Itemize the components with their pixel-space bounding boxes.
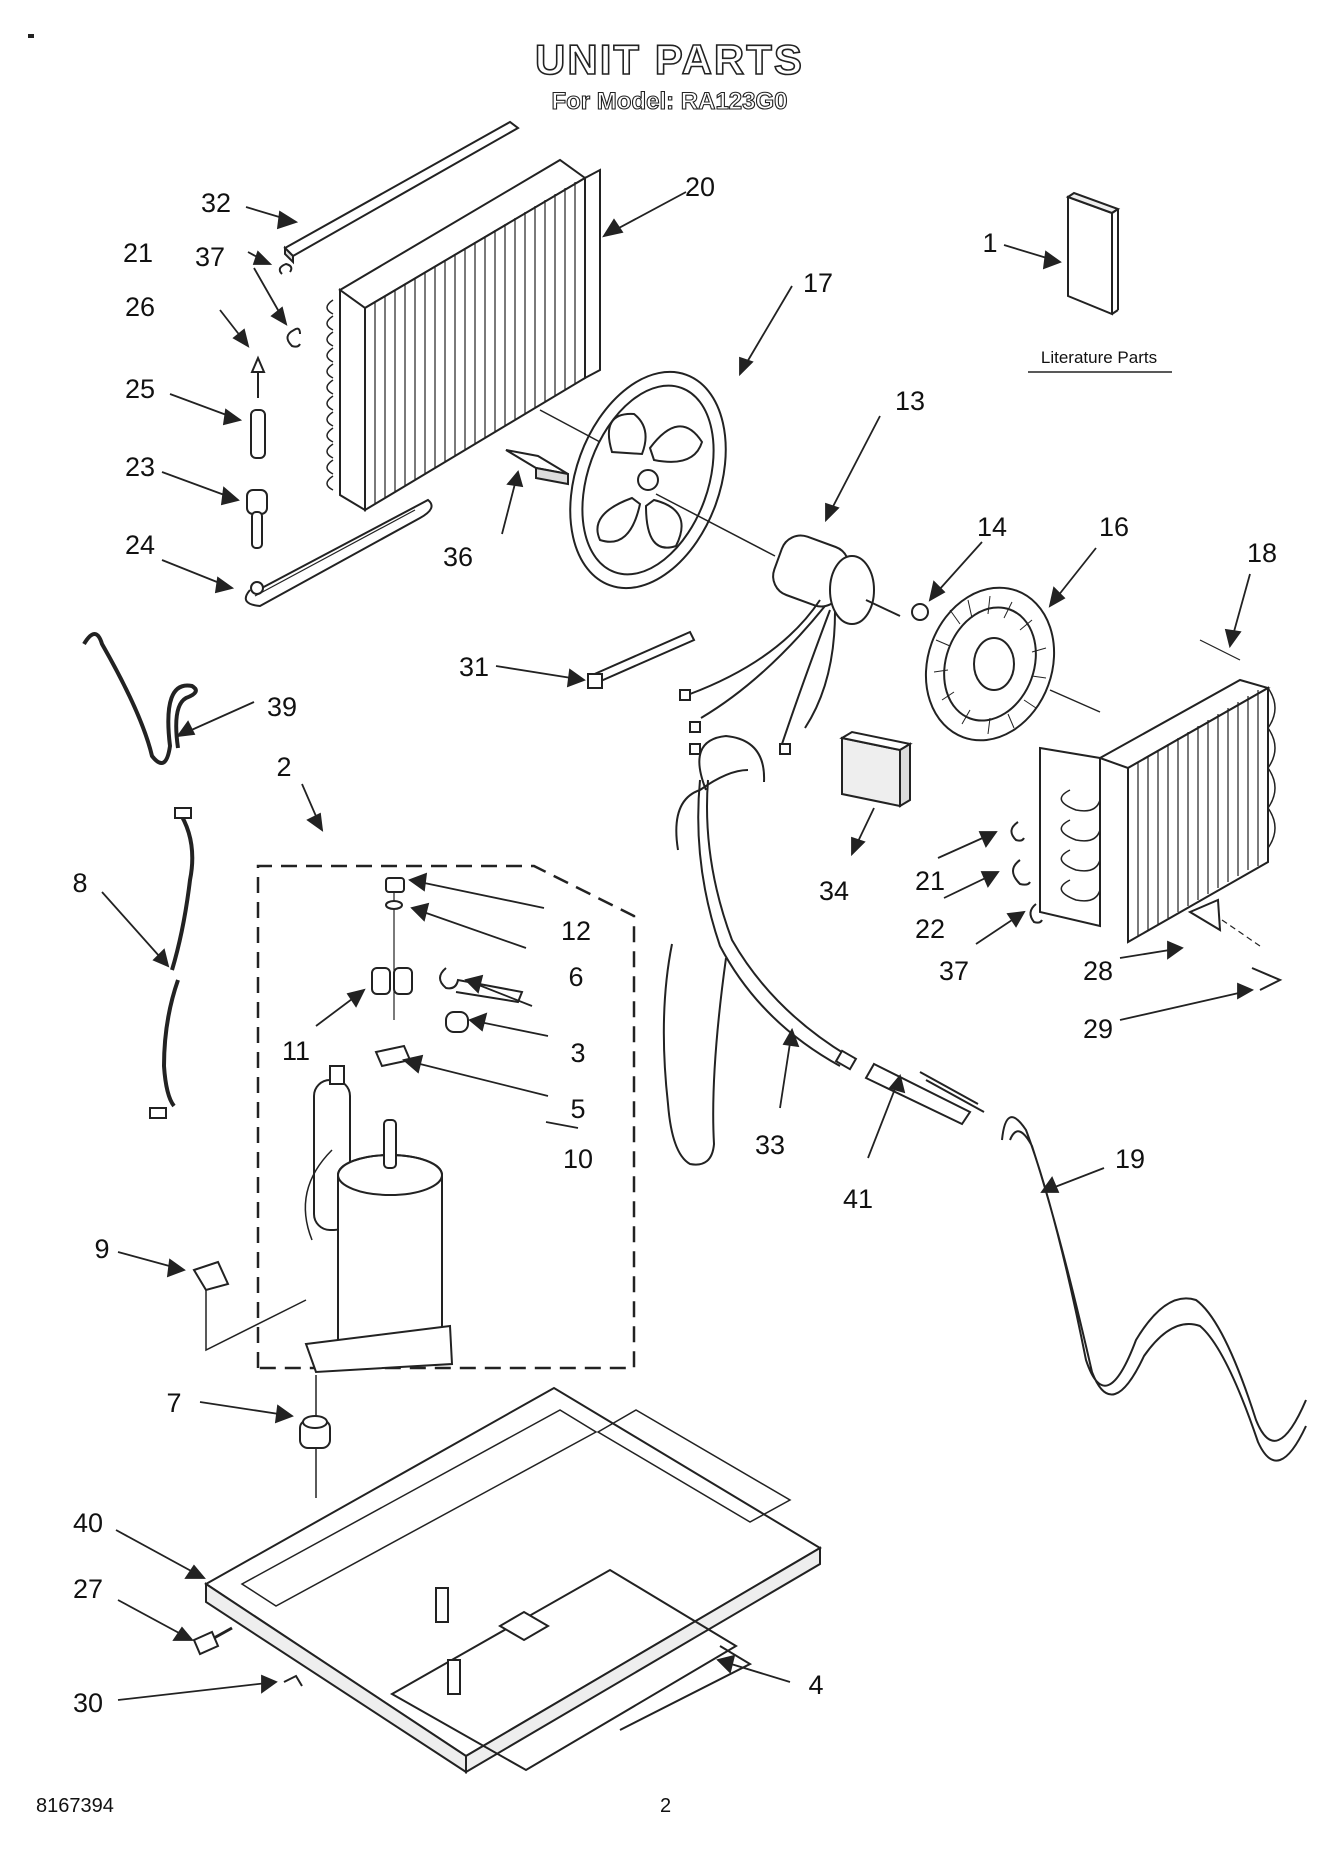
wire-harness-8 [161, 808, 195, 1108]
callout-29: 29 [1083, 1014, 1113, 1044]
clip-21-left [286, 327, 301, 348]
callout-40: 40 [73, 1508, 103, 1538]
callout-25: 25 [125, 374, 155, 404]
callout-numbers: 1 2 3 4 5 6 7 8 9 10 11 12 13 14 16 17 1… [72, 172, 1277, 1718]
callout-36: 36 [443, 542, 473, 572]
callout-23: 23 [125, 452, 155, 482]
model-subtitle: For Model: RA123G0 [551, 87, 788, 115]
grommet [299, 1375, 331, 1498]
callout-13: 13 [895, 386, 925, 416]
cable-tie [587, 630, 696, 689]
callout-37: 37 [195, 242, 225, 272]
callout-18: 18 [1247, 538, 1277, 568]
callout-26: 26 [125, 292, 155, 322]
base-pan [204, 1386, 822, 1774]
condenser-coil [326, 158, 601, 512]
callout-4: 4 [808, 1670, 823, 1700]
clip-30 [283, 1674, 303, 1687]
clip-22 [1012, 859, 1031, 886]
callout-10: 10 [563, 1144, 593, 1174]
callout-19: 19 [1115, 1144, 1145, 1174]
fan-shroud [539, 370, 727, 590]
literature-booklet [1065, 191, 1121, 316]
callout-16: 16 [1099, 512, 1129, 542]
callout-27: 27 [73, 1574, 103, 1604]
callout-11: 11 [282, 1036, 310, 1066]
wire-39 [82, 632, 198, 765]
callout-39: 39 [267, 692, 297, 722]
callout-21: 21 [123, 238, 153, 268]
clip-37-right [1029, 903, 1043, 924]
page-title: UNIT PARTS [534, 35, 804, 84]
callout-5: 5 [570, 1094, 585, 1124]
blower-wheel [924, 586, 1101, 742]
callout-3: 3 [570, 1038, 585, 1068]
tube-33 [675, 769, 849, 1067]
page-number: 2 [660, 1795, 672, 1817]
callout-9: 9 [94, 1234, 109, 1264]
callout-21b: 21 [915, 866, 945, 896]
screw-27 [192, 1626, 233, 1656]
callout-8: 8 [72, 868, 87, 898]
manifold-41 [864, 1062, 985, 1126]
leader-arrows [101, 191, 1255, 1701]
callout-7: 7 [166, 1388, 181, 1418]
callout-34: 34 [819, 876, 849, 906]
bracket-28 [1187, 898, 1222, 932]
bracket-9 [192, 1260, 307, 1352]
callout-30: 30 [73, 1688, 103, 1718]
callout-6: 6 [568, 962, 583, 992]
part-number: 8167394 [36, 1795, 114, 1817]
callout-14: 14 [977, 512, 1007, 542]
callout-1: 1 [982, 228, 997, 258]
literature-parts-label: Literature Parts [1041, 348, 1157, 367]
callout-12: 12 [561, 916, 591, 946]
corner-mark [28, 34, 34, 38]
callout-20: 20 [685, 172, 715, 202]
compressor-group [256, 864, 636, 1374]
callout-37b: 37 [939, 956, 969, 986]
callout-33: 33 [755, 1130, 785, 1160]
capillary-assembly [244, 355, 433, 608]
evaporator-coil [1039, 639, 1276, 944]
tube-19 [1001, 1116, 1307, 1462]
callout-32: 32 [201, 188, 231, 218]
callout-22: 22 [915, 914, 945, 944]
callout-2: 2 [276, 752, 291, 782]
fan-motor [655, 493, 929, 755]
callout-31: 31 [459, 652, 489, 682]
callout-28: 28 [1083, 956, 1113, 986]
callout-24: 24 [125, 530, 155, 560]
callout-17: 17 [803, 268, 833, 298]
callout-41: 41 [843, 1184, 873, 1214]
foam-block [839, 730, 913, 808]
clip-29 [1251, 967, 1283, 991]
clip-37-left [278, 262, 293, 275]
clip-21-right [1010, 821, 1025, 842]
